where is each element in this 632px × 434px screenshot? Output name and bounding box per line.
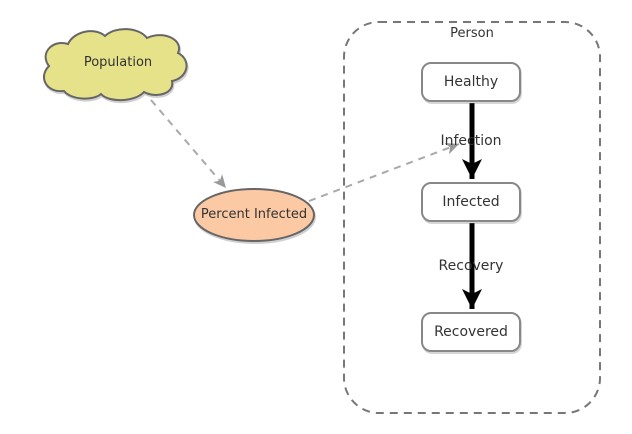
state-box-recovered-label: Recovered (434, 324, 508, 340)
percent-infected-to-infection-link[interactable] (308, 143, 460, 202)
person-container-label: Person (450, 26, 494, 41)
state-box-recovered[interactable]: Recovered (421, 312, 521, 352)
population-cloud-shape[interactable] (43, 28, 188, 102)
state-box-healthy-label: Healthy (443, 74, 499, 90)
infection-flow-label[interactable]: Infection (440, 133, 502, 149)
percent-infected-ellipse[interactable] (193, 188, 315, 242)
recovery-flow-label[interactable]: Recovery (438, 258, 504, 274)
state-box-infected-label: Infected (442, 194, 500, 210)
state-box-healthy[interactable]: Healthy (421, 62, 521, 102)
state-box-infected[interactable]: Infected (421, 182, 521, 222)
population-label: Population (83, 55, 153, 70)
population-to-percent-infected-link[interactable] (150, 99, 227, 189)
percent-infected-label: Percent Infected (200, 207, 308, 222)
